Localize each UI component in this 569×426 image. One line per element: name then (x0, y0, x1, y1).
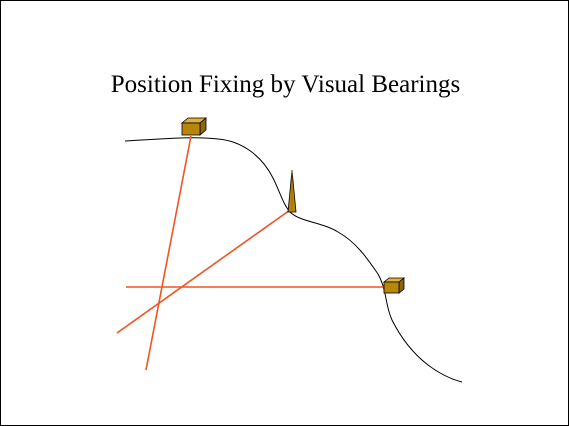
slide-title: Position Fixing by Visual Bearings (110, 71, 461, 98)
spire-tower-icon (287, 169, 297, 213)
bearing-line-spire (116, 209, 291, 334)
hilltop-building-icon (180, 117, 208, 136)
coastline (124, 137, 463, 383)
bearing-line-hilltop (145, 135, 192, 371)
shore-building-icon (382, 277, 406, 294)
